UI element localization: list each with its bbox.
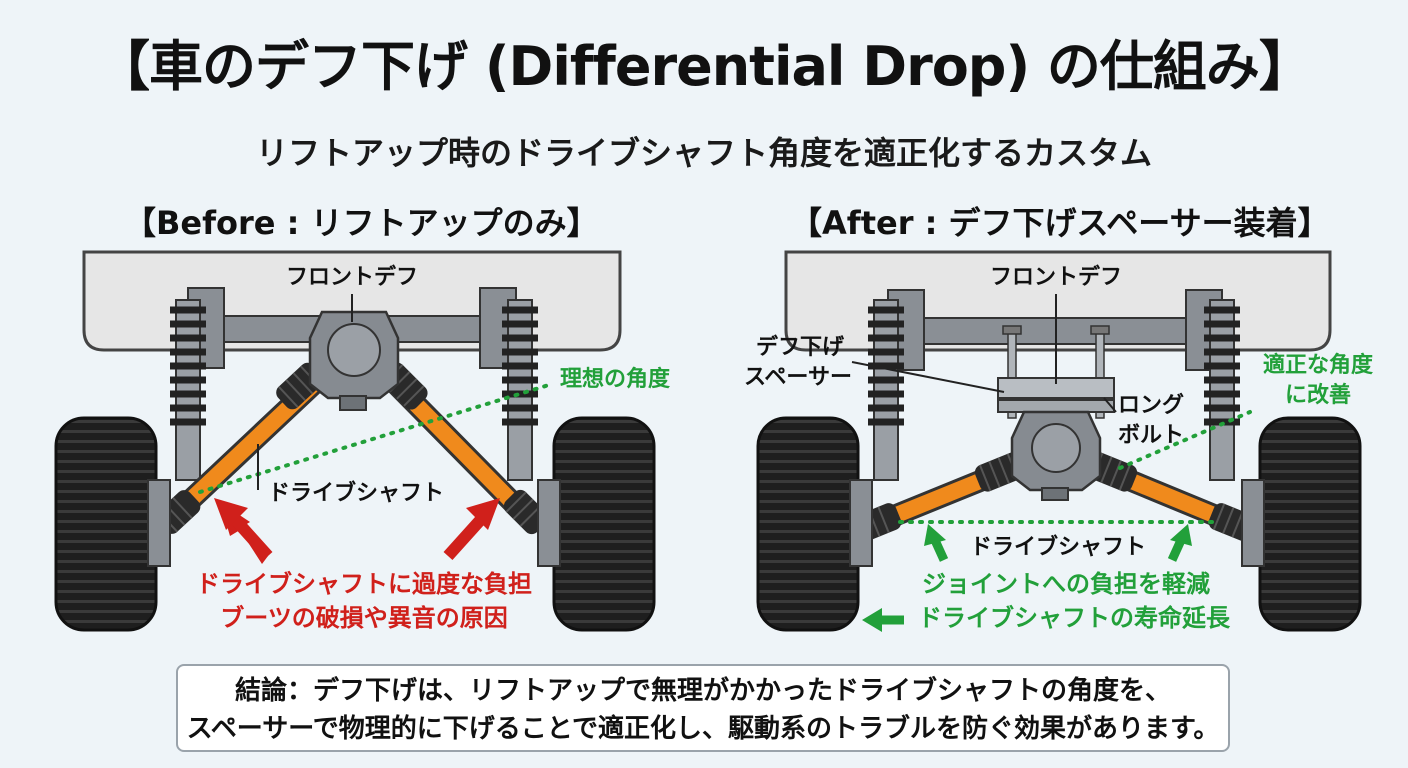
after-heading: 【After : デフ下げスペーサー装着】: [790, 204, 1330, 242]
after-wheel-right: [1241, 416, 1362, 632]
before-driveshaft-label: ドライブシャフト: [268, 480, 444, 506]
after-long-bolts: [1002, 325, 1110, 419]
before-shock-left: [170, 299, 206, 481]
after-bolt-label-1: ロング: [1118, 392, 1184, 418]
after-spacer-label-1: デフ下げ: [756, 334, 845, 360]
before-wheel-right: [537, 416, 656, 632]
before-panel: フロントデフ 理想の角度 ドライブシャフト ドライブシャフトに過度な負担 ブーツ…: [54, 250, 671, 632]
conclusion-box: 結論：デフ下げは、リフトアップで無理がかかったドライブシャフトの角度を、 スペー…: [176, 664, 1230, 752]
before-wheel-left: [54, 416, 171, 632]
after-front-diff-label: フロントデフ: [990, 264, 1122, 290]
after-shock-left: [868, 299, 904, 481]
before-differential: [308, 310, 400, 411]
after-crossmember: [899, 317, 1221, 345]
after-bolt-label-2: ボルト: [1118, 423, 1184, 448]
before-warning-arrow-right: [443, 498, 500, 561]
after-good-arrow-left: [924, 524, 949, 562]
page-title: 【車のデフ下げ (Differential Drop) の仕組み】: [96, 35, 1313, 98]
before-front-diff-label: フロントデフ: [286, 264, 418, 290]
after-wheel-left: [756, 416, 873, 632]
after-benefit-line1: ジョイントへの負担を軽減: [922, 570, 1210, 598]
before-heading: 【Before : リフトアップのみ】: [124, 204, 599, 242]
after-differential: [1010, 410, 1102, 501]
after-spacer-label-2: スペーサー: [744, 365, 852, 390]
after-improved-label-1: 適正な角度: [1263, 352, 1374, 378]
after-driveshaft-label: ドライブシャフト: [970, 534, 1146, 560]
after-panel: フロントデフ デフ下げ スペーサー ロング ボルト 適正な角度 に改善 ドライブ…: [744, 250, 1374, 632]
before-warning-line2: ブーツの破損や異音の原因: [220, 604, 508, 632]
after-shock-right: [1204, 299, 1240, 481]
after-good-arrow-right: [1167, 524, 1192, 562]
after-good-arrow-bottom: [862, 608, 904, 632]
before-warning-arrow-left: [214, 498, 273, 564]
before-ideal-angle-label: 理想の角度: [560, 366, 671, 392]
before-warning-line1: ドライブシャフトに過度な負担: [196, 570, 532, 598]
after-improved-label-2: に改善: [1285, 382, 1351, 408]
conclusion-line-2: スペーサーで物理的に下げることで適正化し、駆動系のトラブルを防ぐ効果があります。: [186, 714, 1220, 744]
conclusion-line-1: 結論：デフ下げは、リフトアップで無理がかかったドライブシャフトの角度を、: [234, 676, 1171, 706]
before-shock-right: [502, 299, 538, 481]
after-benefit-line2: ドライブシャフトの寿命延長: [918, 604, 1231, 632]
page-subtitle: リフトアップ時のドライブシャフト角度を適正化するカスタム: [255, 134, 1152, 172]
